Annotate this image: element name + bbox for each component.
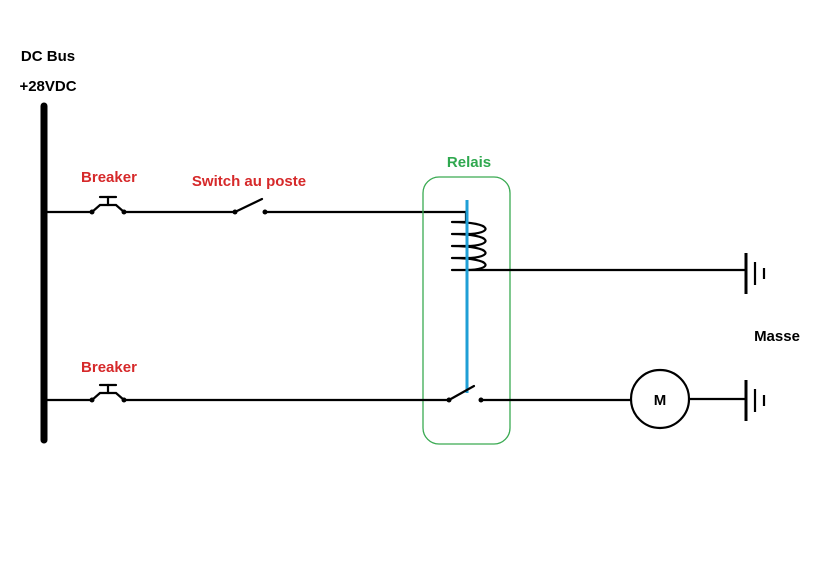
relay-label: Relais (447, 154, 491, 171)
breaker-top-symbol (89, 195, 127, 215)
ground-top-icon (744, 253, 766, 294)
ground-label: Masse (754, 328, 800, 345)
top-circuit: Breaker Switch au poste (42, 169, 468, 215)
relay-coil (450, 210, 487, 272)
switch-label: Switch au poste (192, 173, 306, 190)
dc-bus-label: DC Bus (21, 48, 75, 65)
relay-contact-symbol (446, 384, 484, 403)
breaker-top-label: Breaker (81, 169, 137, 186)
motor-label: M (654, 392, 667, 409)
breaker-bottom-symbol (89, 383, 127, 403)
bottom-circuit: Breaker M (42, 359, 747, 430)
relay: Relais (422, 154, 747, 445)
relay-enclosure (422, 176, 511, 445)
breaker-bottom-label: Breaker (81, 359, 137, 376)
ground-bottom-icon (744, 380, 766, 421)
dc-bus-voltage: +28VDC (19, 78, 76, 95)
switch-symbol (232, 197, 268, 215)
